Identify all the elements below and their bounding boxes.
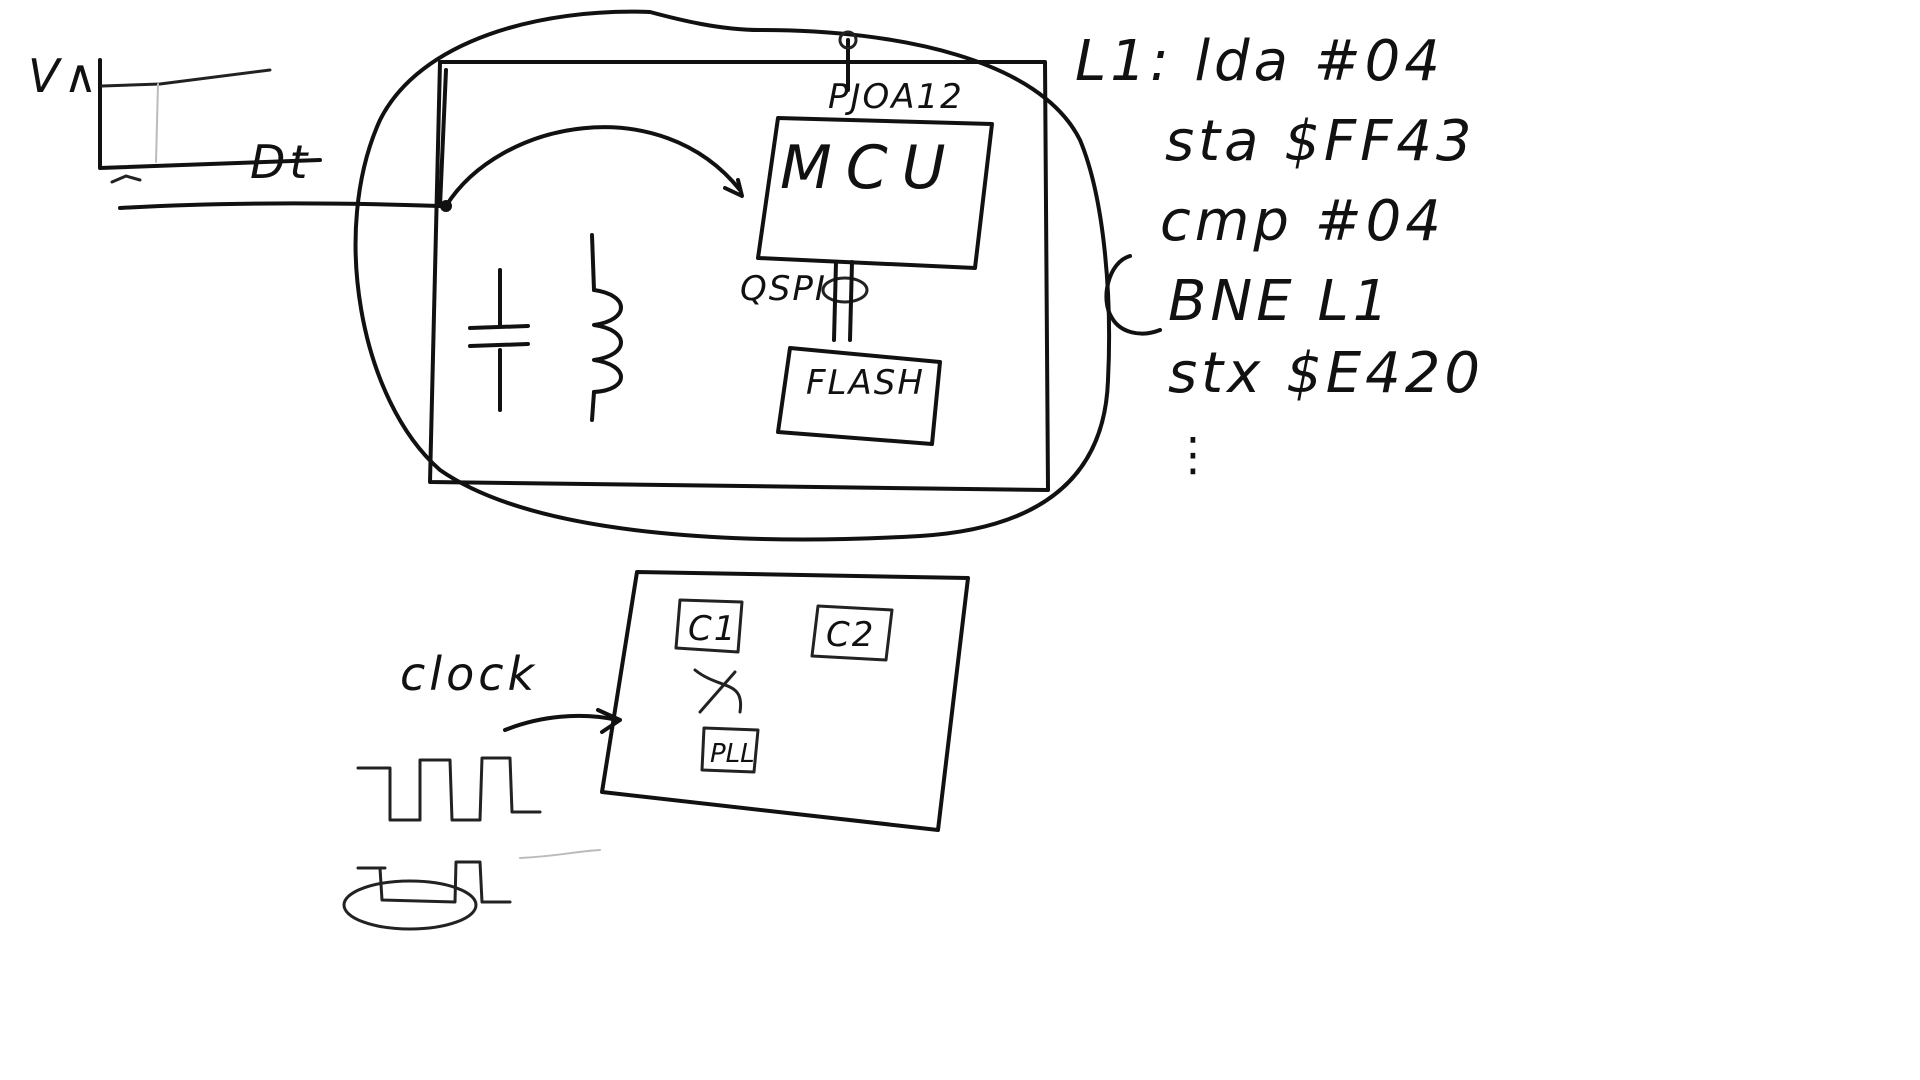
block-c1	[674, 598, 744, 654]
flash-label: FLASH	[806, 363, 925, 403]
qspi-label: QSPI	[740, 269, 827, 309]
block-pll-label: PLL	[710, 739, 755, 769]
code-ellipsis: ⋮	[1170, 427, 1220, 481]
scribble-mark	[693, 668, 743, 714]
arrowhead	[723, 178, 744, 198]
graph-axes	[98, 58, 322, 170]
graph-axis-label-dt: Dt	[250, 135, 311, 189]
mcu-block	[756, 116, 994, 270]
pin-label: PJOA12	[828, 77, 964, 117]
pcb-board-group: PJOA12 MCU QSPI FLASH	[353, 9, 1162, 542]
code-bracket	[1104, 254, 1162, 336]
step-small-mark	[110, 174, 142, 184]
code-line: sta $FF43	[1165, 109, 1476, 174]
step-edge-guide	[155, 83, 159, 163]
block-c2	[810, 604, 894, 662]
pcb-left-rail	[438, 68, 448, 208]
waveform-circle-mark	[342, 879, 478, 931]
clock-arrow	[503, 713, 620, 732]
mcu-pin-dot	[838, 30, 858, 50]
flash-block	[776, 346, 942, 446]
qspi-bus-lines	[832, 260, 854, 342]
supply-to-mcu-arrow	[444, 125, 742, 208]
mcu-label: MCU	[780, 133, 960, 203]
waveform-faint-tail	[519, 849, 601, 859]
code-line: stx $E420	[1168, 341, 1484, 406]
code-line: cmp #04	[1160, 189, 1445, 254]
voltage-step-graph: V∧ Dt	[28, 49, 442, 210]
pcb-rectangle	[428, 60, 1050, 492]
assembly-code-block: L1: lda #04 sta $FF43 cmp #04 BNE L1 stx…	[1075, 29, 1484, 481]
code-line: L1: lda #04	[1075, 29, 1444, 94]
qspi-bus-marker	[821, 276, 869, 304]
board-circle-outline	[353, 9, 1112, 542]
code-line: BNE L1	[1168, 269, 1392, 334]
inductor-symbol	[590, 233, 623, 422]
clock-waveform	[356, 756, 542, 822]
clock-label: clock	[400, 647, 538, 701]
chip-clock-group: C1 C2 PLL clock	[342, 570, 970, 931]
block-pll	[700, 726, 760, 774]
chip-outline	[600, 570, 970, 832]
block-c1-label: C1	[688, 609, 737, 649]
supply-line	[118, 201, 442, 210]
clock-arrowhead	[596, 708, 622, 734]
step-signal	[100, 68, 272, 88]
clock-waveform-divided	[356, 860, 512, 904]
block-c2-label: C2	[826, 615, 875, 655]
graph-axis-label-v: V∧	[28, 49, 101, 103]
capacitor-symbol	[468, 268, 530, 412]
